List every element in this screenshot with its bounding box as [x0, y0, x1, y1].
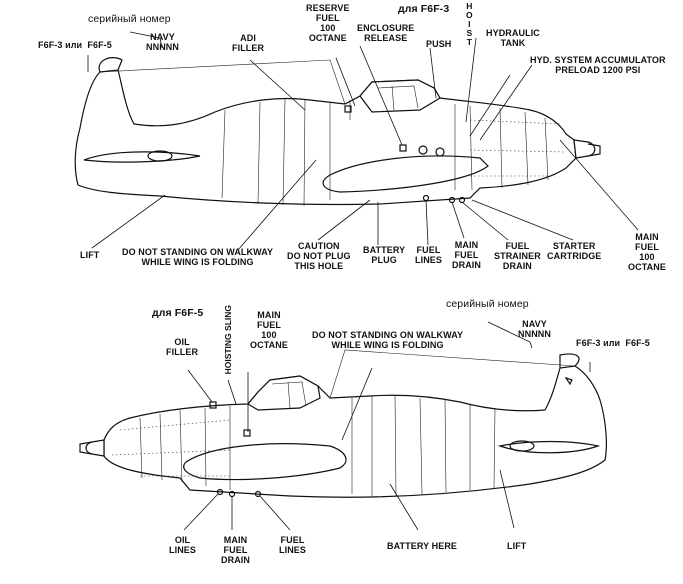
top-caution-plug-label: CAUTION DO NOT PLUG THIS HOLE: [287, 241, 351, 271]
bottom-fuselage: [103, 365, 607, 498]
bottom-hoisting-sling-text: HOISTING SLING: [222, 305, 233, 375]
bottom-main-fuel-drain-label: MAIN FUEL DRAIN: [221, 535, 250, 565]
bottom-wing: [183, 443, 347, 481]
top-fuel-lines-label: FUEL LINES: [415, 245, 443, 265]
top-navy-label: NAVY NNNNN: [146, 32, 179, 52]
top-enclosure-release-label: ENCLOSURE RELEASE: [357, 23, 415, 43]
top-for-f6f3-label: для F6F-3: [398, 3, 450, 15]
top-walkway-warning-label: DO NOT STANDING ON WALKWAY WHILE WING IS…: [122, 247, 274, 267]
top-main-fuel-octane-label: MAIN FUEL 100 OCTANE: [628, 232, 666, 272]
top-tail-fin: [98, 57, 123, 73]
bottom-oil-filler-label: OIL FILLER: [166, 337, 199, 357]
bottom-leader-lines: [183, 321, 591, 531]
top-leader-lines: [87, 31, 639, 251]
bottom-serial-number-label: серийный номер: [446, 298, 529, 310]
bottom-hoisting-sling-label: HOISTING SLING: [222, 305, 234, 376]
bottom-battery-here-label: BATTERY HERE: [387, 541, 458, 551]
bottom-main-fuel-octane-label: MAIN FUEL 100 OCTANE: [250, 310, 288, 350]
top-battery-plug-label: BATTERY PLUG: [363, 245, 406, 265]
top-reserve-fuel-label: RESERVE FUEL 100 OCTANE: [306, 3, 350, 43]
top-hoist-label: H O I S T: [466, 1, 473, 47]
bottom-lift-label: LIFT: [507, 541, 527, 551]
bottom-aircraft: [79, 349, 607, 498]
bottom-fuel-lines-label: FUEL LINES: [279, 535, 307, 555]
bottom-canopy: [247, 375, 321, 411]
top-variant-label: F6F-3 или F6F-5: [38, 40, 112, 50]
bottom-navy-label: NAVY NNNNN: [518, 319, 551, 339]
top-wing: [322, 155, 489, 193]
top-adi-filler-label: ADI FILLER: [232, 33, 265, 53]
top-serial-number-label: серийный номер: [88, 13, 171, 25]
top-aircraft: [74, 57, 601, 207]
bottom-variant-label: F6F-3 или F6F-5: [576, 338, 650, 348]
top-fuel-strainer-drain-label: FUEL STRAINER DRAIN: [494, 241, 541, 271]
bottom-for-f6f5-label: для F6F-5: [152, 307, 204, 319]
top-lift-label: LIFT: [80, 250, 100, 260]
bottom-oil-lines-label: OIL LINES: [169, 535, 197, 555]
top-push-label: PUSH: [426, 39, 452, 49]
top-main-fuel-drain-label: MAIN FUEL DRAIN: [452, 240, 481, 270]
bottom-walkway-warning-label: DO NOT STANDING ON WALKWAY WHILE WING IS…: [312, 330, 464, 350]
top-hydraulic-tank-label: HYDRAULIC TANK: [486, 28, 540, 48]
top-hyd-accumulator-label: HYD. SYSTEM ACCUMULATOR PRELOAD 1200 PSI: [530, 55, 666, 75]
top-starter-cartridge-label: STARTER CARTRIDGE: [547, 241, 602, 261]
bottom-tail-fin: [559, 353, 580, 368]
